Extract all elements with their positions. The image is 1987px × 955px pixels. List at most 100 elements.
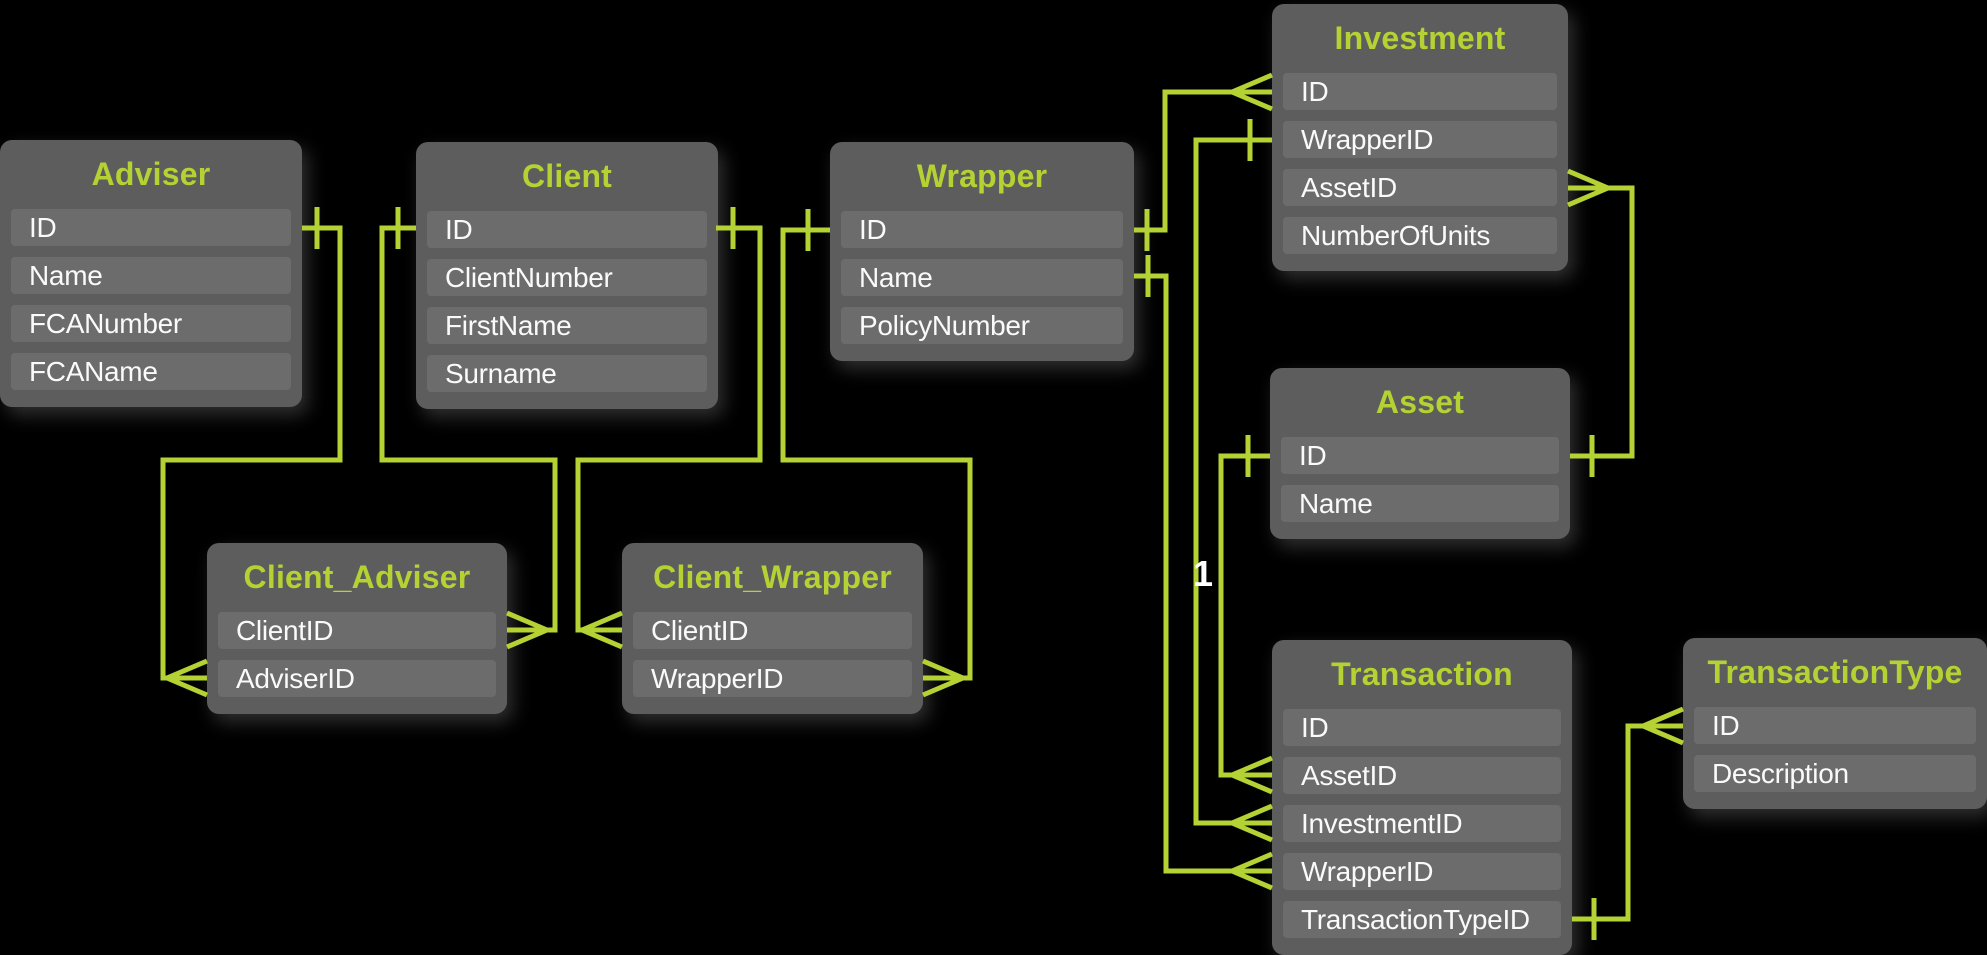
many-marker (1567, 168, 1609, 208)
field-label: ID (859, 213, 887, 245)
field-row-Asset-Name: Name (1281, 485, 1559, 522)
many-marker (506, 610, 548, 650)
field-label: ID (29, 211, 57, 243)
entity-title: Investment (1334, 20, 1506, 56)
field-label: ClientNumber (445, 261, 613, 293)
entity-title: Adviser (91, 156, 211, 192)
field-row-Transaction-InvestmentID: InvestmentID (1283, 805, 1561, 842)
many-marker (1231, 803, 1273, 843)
field-row-Client-ID: ID (427, 211, 707, 248)
field-label: ID (445, 213, 473, 245)
relationship-line (1568, 185, 1635, 459)
field-list: ID AssetID InvestmentID WrapperID Transactio… (1272, 709, 1572, 955)
field-row-Client-ClientNumber: ClientNumber (427, 259, 707, 296)
relationship-line (1193, 137, 1272, 826)
entity-title: Wrapper (916, 158, 1048, 194)
field-label: WrapperID (1301, 123, 1434, 155)
connector-Asset.ID--Transaction.AssetID (1218, 435, 1273, 795)
relationship-line (1134, 89, 1272, 233)
field-label: ID (1301, 75, 1329, 107)
field-list: ID Description (1683, 707, 1987, 809)
field-label: Name (29, 259, 103, 291)
field-label: FCAName (29, 355, 158, 387)
field-row-Adviser-ID: ID (11, 209, 291, 246)
many-marker (581, 610, 623, 650)
many-marker (922, 658, 964, 698)
field-row-TransactionType-Description: Description (1694, 755, 1976, 792)
field-row-Adviser-FCAName: FCAName (11, 353, 291, 390)
field-label: ID (1301, 711, 1329, 743)
field-row-Client_Wrapper-ClientID: ClientID (633, 612, 912, 649)
field-row-Wrapper-PolicyNumber: PolicyNumber (841, 307, 1123, 344)
field-row-Transaction-ID: ID (1283, 709, 1561, 746)
field-label: ClientID (236, 614, 334, 646)
field-row-Investment-WrapperID: WrapperID (1283, 121, 1557, 158)
field-row-Adviser-FCANumber: FCANumber (11, 305, 291, 342)
field-row-Asset-ID: ID (1281, 437, 1559, 474)
field-row-Transaction-TransactionTypeID: TransactionTypeID (1283, 901, 1561, 938)
field-label: PolicyNumber (859, 309, 1030, 341)
field-label: InvestmentID (1301, 807, 1463, 839)
entity-title: Client (521, 158, 613, 194)
field-label: WrapperID (651, 662, 784, 694)
field-label: Description (1712, 757, 1849, 789)
connector-Wrapper.ID--Investment.ID (1134, 72, 1273, 251)
field-list: ID Name (1270, 437, 1570, 539)
field-row-Wrapper-Name: Name (841, 259, 1123, 296)
entity-title: Asset (1375, 384, 1465, 420)
field-label: FCANumber (29, 307, 182, 339)
field-label: AssetID (1301, 171, 1397, 203)
many-marker (1231, 851, 1273, 891)
field-row-Investment-ID: ID (1283, 73, 1557, 110)
field-label: ID (1712, 709, 1740, 741)
entity-title: Client_Wrapper (653, 559, 892, 595)
field-row-Investment-NumberOfUnits: NumberOfUnits (1283, 217, 1557, 254)
field-label: ID (1299, 439, 1327, 471)
field-label: ClientID (651, 614, 749, 646)
entity-title: TransactionType (1707, 654, 1963, 690)
connector-TransactionType.ID--Transaction.TransactionTypeID (1572, 706, 1684, 940)
field-list: ClientID WrapperID (622, 612, 923, 714)
field-label: Name (1299, 487, 1373, 519)
field-row-Transaction-AssetID: AssetID (1283, 757, 1561, 794)
field-row-Client-Surname: Surname (427, 355, 707, 392)
relationship-line (1572, 723, 1683, 922)
relationship-line (1218, 453, 1272, 778)
field-label: NumberOfUnits (1301, 219, 1491, 251)
field-label: WrapperID (1301, 855, 1434, 887)
many-marker (1231, 72, 1273, 112)
field-label: AdviserID (236, 662, 355, 694)
field-label: Name (859, 261, 933, 293)
field-row-TransactionType-ID: ID (1694, 707, 1976, 744)
field-row-Client-FirstName: FirstName (427, 307, 707, 344)
cardinality-label-1: 1 (1192, 553, 1214, 594)
field-label: Surname (445, 357, 557, 389)
connector-Asset.ID--Investment.AssetID (1567, 168, 1635, 477)
entity-title: Client_Adviser (243, 559, 471, 595)
connector-Investment.WrapperID--Transaction.InvestmentID (1193, 119, 1273, 843)
many-marker (1642, 706, 1684, 746)
field-label: AssetID (1301, 759, 1397, 791)
many-marker (166, 658, 208, 698)
entity-title: Transaction (1331, 656, 1513, 692)
field-list: ClientID AdviserID (207, 612, 507, 714)
field-row-Client_Wrapper-WrapperID: WrapperID (633, 660, 912, 697)
field-row-Wrapper-ID: ID (841, 211, 1123, 248)
many-marker (1231, 755, 1273, 795)
field-row-Investment-AssetID: AssetID (1283, 169, 1557, 206)
field-row-Client_Adviser-ClientID: ClientID (218, 612, 496, 649)
field-row-Transaction-WrapperID: WrapperID (1283, 853, 1561, 890)
field-row-Adviser-Name: Name (11, 257, 291, 294)
